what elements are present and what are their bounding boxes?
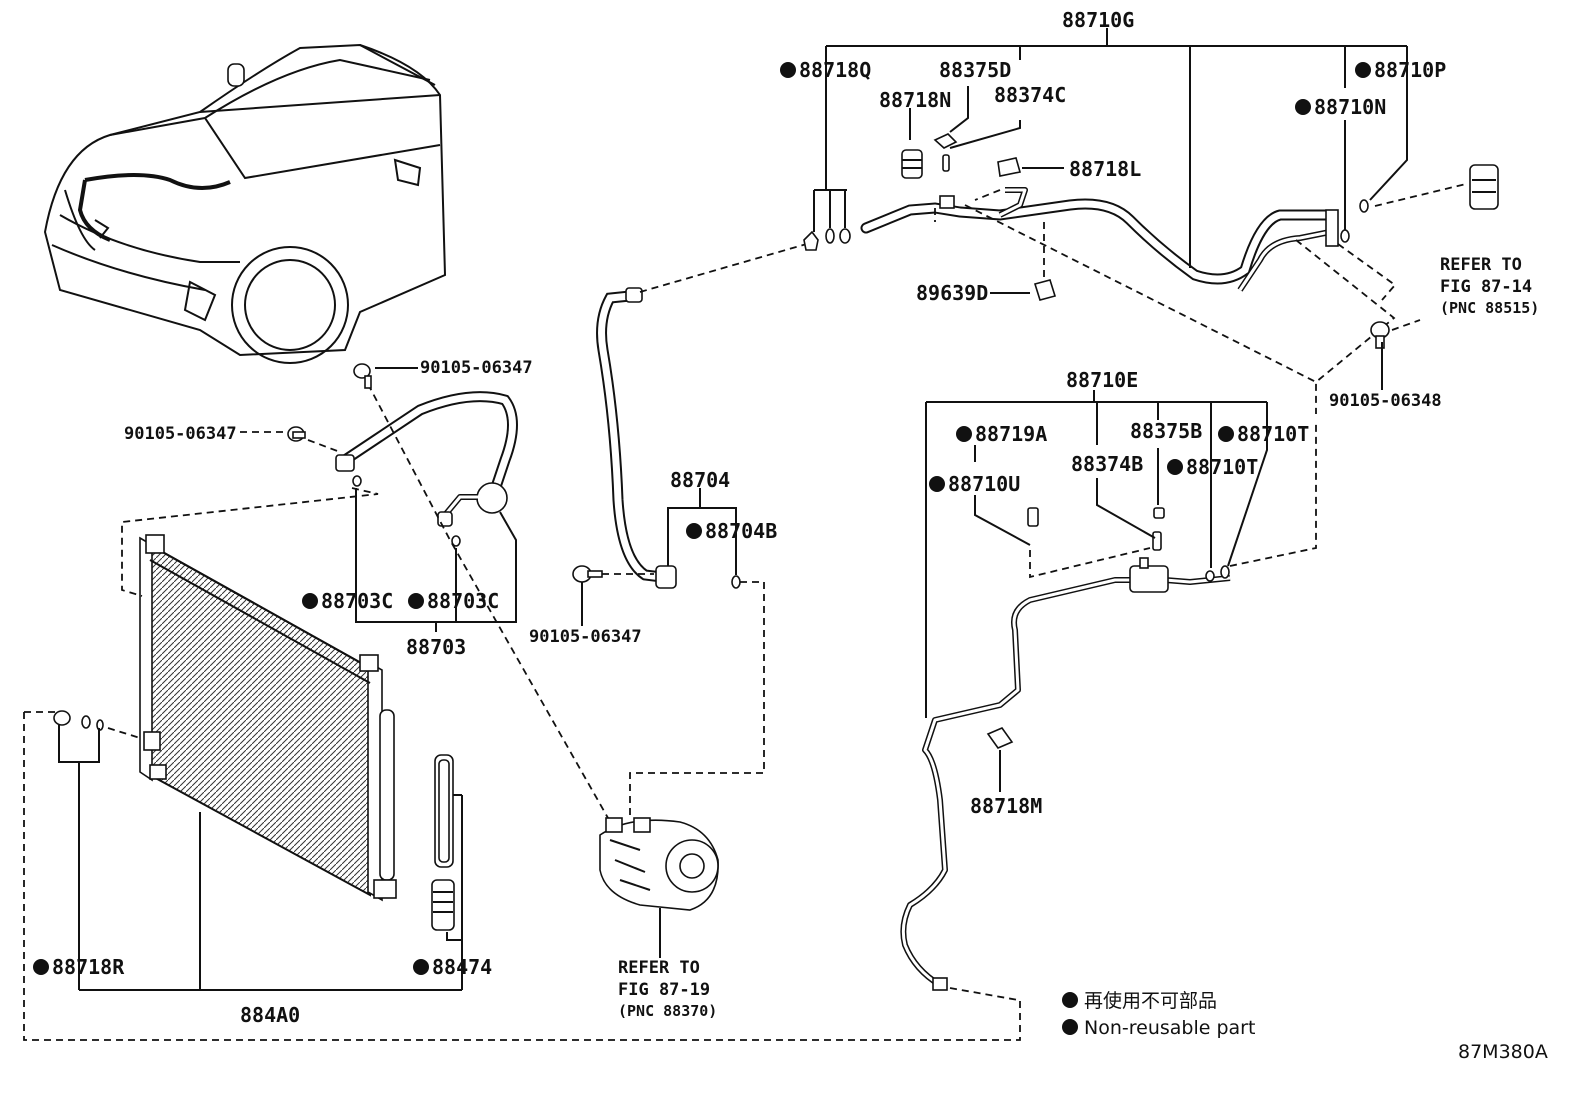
reference-fig-87-14[interactable]: REFER TO FIG 87-14 (PNC 88515)	[1440, 255, 1539, 317]
suction-hose-88704[interactable]	[596, 287, 741, 589]
label-88710g: 88710G	[1062, 8, 1134, 32]
label-88718q: 88718Q	[799, 58, 871, 82]
liquid-pipe-88710e[interactable]	[900, 507, 1231, 991]
bolt-90105-06347-left[interactable]	[287, 426, 306, 442]
legend-english: Non-reusable part	[1084, 1017, 1255, 1039]
upper-fittings[interactable]	[803, 133, 1369, 301]
condenser-assembly[interactable]	[139, 534, 397, 902]
label-88374b: 88374B	[1071, 452, 1143, 476]
reference-fig-87-19[interactable]: REFER TO FIG 87-19 (PNC 88370)	[618, 958, 717, 1020]
expansion-valve-connector[interactable]	[1469, 164, 1499, 210]
vehicle-illustration	[43, 43, 447, 364]
compressor[interactable]	[599, 817, 719, 911]
label-90105-06348: 90105-06348	[1329, 391, 1442, 411]
legend-japanese: 再使用不可部品	[1084, 990, 1217, 1012]
label-88704b: 88704B	[705, 519, 777, 543]
ref-fig87-14-line3: (PNC 88515)	[1440, 299, 1539, 317]
label-88710n: 88710N	[1314, 95, 1386, 119]
figure-code: 87M380A	[1458, 1041, 1548, 1063]
label-88718r: 88718R	[52, 955, 125, 979]
bolt-90105-06347-upper[interactable]	[353, 363, 372, 389]
label-88719a: 88719A	[975, 422, 1047, 446]
label-90105-06347-lower: 90105-06347	[529, 627, 642, 647]
label-88703c-left: 88703C	[321, 589, 393, 613]
label-90105-06347-left: 90105-06347	[124, 424, 237, 444]
ref-fig87-14-line1: REFER TO	[1440, 255, 1522, 275]
drain-plug-parts-88718r[interactable]	[53, 710, 104, 731]
label-88375d: 88375D	[939, 58, 1011, 82]
ref-fig87-14-line2: FIG 87-14	[1440, 277, 1532, 297]
bolt-90105-06348[interactable]	[1370, 321, 1390, 349]
label-88710p: 88710P	[1374, 58, 1446, 82]
label-884a0: 884A0	[240, 1003, 300, 1027]
label-88710e: 88710E	[1066, 368, 1138, 392]
label-88375b: 88375B	[1130, 419, 1202, 443]
dryer-parts-88474[interactable]	[431, 754, 455, 931]
label-88703: 88703	[406, 635, 466, 659]
ref-fig87-19-line3: (PNC 88370)	[618, 1002, 717, 1020]
discharge-hose-88703[interactable]	[335, 391, 518, 547]
label-88704: 88704	[670, 468, 730, 492]
ref-fig87-19-line2: FIG 87-19	[618, 980, 710, 1000]
label-90105-06347-upper: 90105-06347	[420, 358, 533, 378]
label-88703c-right: 88703C	[427, 589, 499, 613]
label-88374c: 88374C	[994, 83, 1066, 107]
label-88718m: 88718M	[970, 794, 1042, 818]
label-88718l: 88718L	[1069, 157, 1141, 181]
label-88718n: 88718N	[879, 88, 951, 112]
bolt-90105-06347-lower[interactable]	[572, 565, 603, 583]
label-89639d: 89639D	[916, 281, 988, 305]
ref-fig87-19-line1: REFER TO	[618, 958, 700, 978]
label-88474: 88474	[432, 955, 492, 979]
label-88710t-lower: 88710T	[1186, 455, 1258, 479]
suction-pipe-88710g[interactable]	[860, 187, 1339, 292]
non-reusable-markers	[33, 62, 1371, 1035]
label-88710t-upper: 88710T	[1237, 422, 1309, 446]
label-88710u: 88710U	[948, 472, 1020, 496]
